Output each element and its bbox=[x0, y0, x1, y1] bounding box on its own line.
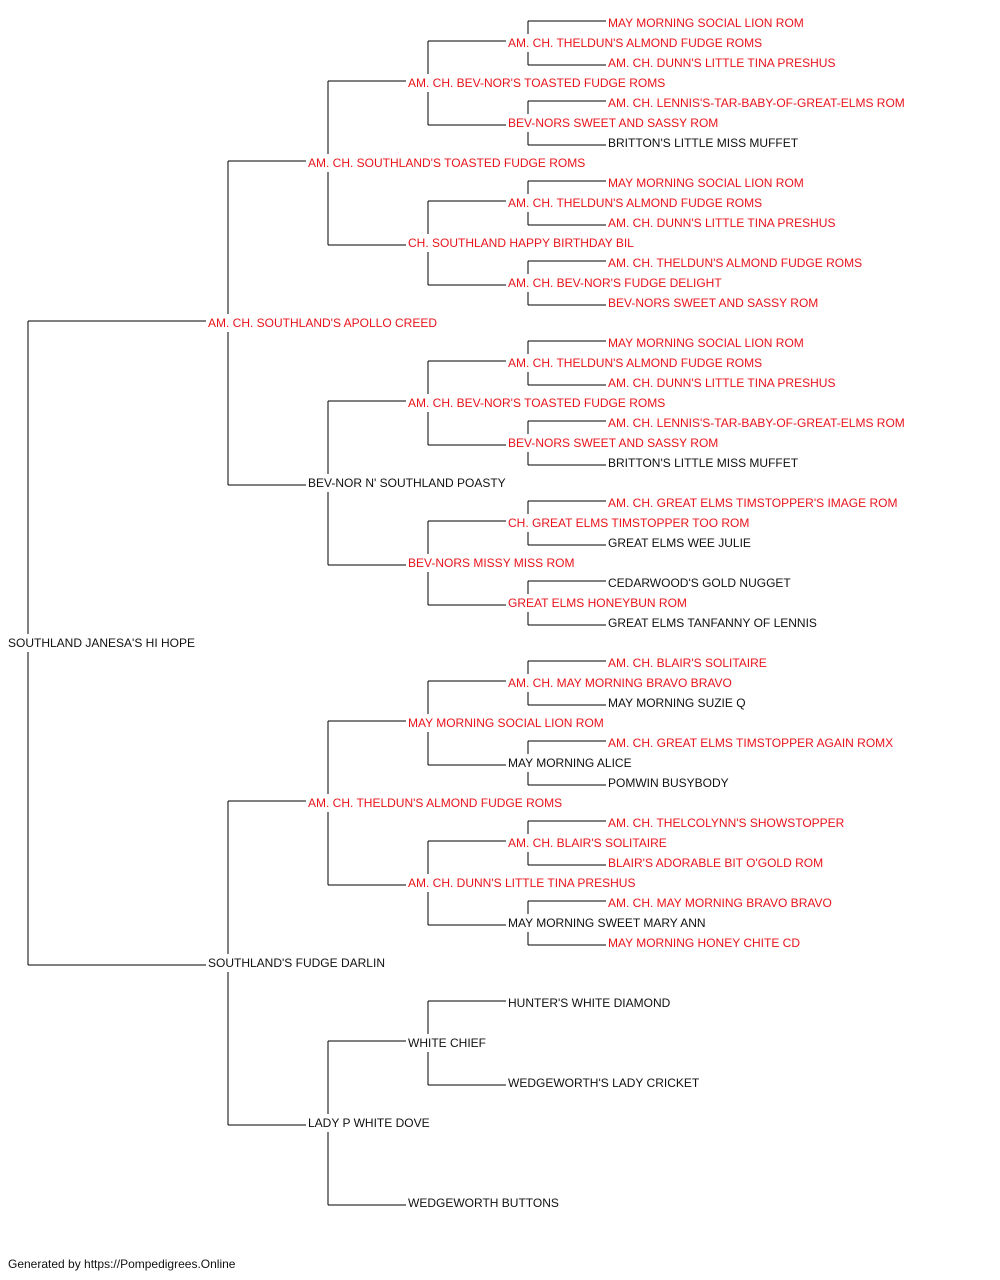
ancestor-name: MAY MORNING HONEY CHITE CD bbox=[608, 936, 801, 950]
ancestor-name: AM. CH. THELDUN'S ALMOND FUDGE ROMS bbox=[508, 356, 763, 370]
ancestor-name: AM. CH. BEV-NOR'S TOASTED FUDGE ROMS bbox=[408, 396, 666, 410]
ancestor-name: CH. GREAT ELMS TIMSTOPPER TOO ROM bbox=[508, 516, 750, 530]
ancestor-name: POMWIN BUSYBODY bbox=[608, 776, 729, 790]
ancestor-name: AM. CH. THELDUN'S ALMOND FUDGE ROMS bbox=[508, 36, 763, 50]
ancestor-name: CH. SOUTHLAND HAPPY BIRTHDAY BIL bbox=[408, 236, 634, 250]
ancestor-name: AM. CH. LENNIS'S-TAR-BABY-OF-GREAT-ELMS … bbox=[608, 416, 905, 430]
ancestor-name: MAY MORNING SOCIAL LION ROM bbox=[608, 176, 804, 190]
ancestor-name: AM. CH. BEV-NOR'S FUDGE DELIGHT bbox=[508, 276, 722, 290]
ancestor-name: AM. CH. MAY MORNING BRAVO BRAVO bbox=[608, 896, 832, 910]
ancestor-name: MAY MORNING SOCIAL LION ROM bbox=[608, 16, 804, 30]
ancestor-name: AM. CH. GREAT ELMS TIMSTOPPER'S IMAGE RO… bbox=[608, 496, 898, 510]
ancestor-name: AM. CH. THELDUN'S ALMOND FUDGE ROMS bbox=[308, 796, 563, 810]
ancestor-name: MAY MORNING SOCIAL LION ROM bbox=[408, 716, 604, 730]
ancestor-name: AM. CH. DUNN'S LITTLE TINA PRESHUS bbox=[608, 56, 836, 70]
ancestor-name: BEV-NORS SWEET AND SASSY ROM bbox=[508, 436, 719, 450]
ancestor-name: WEDGEWORTH BUTTONS bbox=[408, 1196, 559, 1210]
ancestor-name: BRITTON'S LITTLE MISS MUFFET bbox=[608, 456, 799, 470]
subject-dog-name: SOUTHLAND JANESA'S HI HOPE bbox=[8, 636, 195, 650]
ancestor-name: AM. CH. LENNIS'S-TAR-BABY-OF-GREAT-ELMS … bbox=[608, 96, 905, 110]
ancestor-name: GREAT ELMS HONEYBUN ROM bbox=[508, 596, 687, 610]
ancestor-name: WEDGEWORTH'S LADY CRICKET bbox=[508, 1076, 700, 1090]
ancestor-name: AM. CH. SOUTHLAND'S TOASTED FUDGE ROMS bbox=[308, 156, 586, 170]
ancestor-name: AM. CH. BLAIR'S SOLITAIRE bbox=[508, 836, 667, 850]
ancestor-name: AM. CH. THELDUN'S ALMOND FUDGE ROMS bbox=[508, 196, 763, 210]
ancestor-name: AM. CH. SOUTHLAND'S APOLLO CREED bbox=[208, 316, 438, 330]
ancestor-name: GREAT ELMS WEE JULIE bbox=[608, 536, 751, 550]
ancestor-name: AM. CH. BLAIR'S SOLITAIRE bbox=[608, 656, 767, 670]
ancestor-name: BRITTON'S LITTLE MISS MUFFET bbox=[608, 136, 799, 150]
ancestor-name: AM. CH. THELDUN'S ALMOND FUDGE ROMS bbox=[608, 256, 863, 270]
ancestor-name: WHITE CHIEF bbox=[408, 1036, 486, 1050]
ancestor-name: AM. CH. GREAT ELMS TIMSTOPPER AGAIN ROMX bbox=[608, 736, 894, 750]
ancestor-name: CEDARWOOD'S GOLD NUGGET bbox=[608, 576, 791, 590]
ancestor-name: AM. CH. DUNN'S LITTLE TINA PRESHUS bbox=[408, 876, 636, 890]
ancestor-name: BEV-NOR N' SOUTHLAND POASTY bbox=[308, 476, 506, 490]
ancestor-name: MAY MORNING ALICE bbox=[508, 756, 632, 770]
ancestor-name: SOUTHLAND'S FUDGE DARLIN bbox=[208, 956, 385, 970]
ancestor-name: MAY MORNING SOCIAL LION ROM bbox=[608, 336, 804, 350]
ancestor-name: AM. CH. DUNN'S LITTLE TINA PRESHUS bbox=[608, 376, 836, 390]
ancestor-name: MAY MORNING SWEET MARY ANN bbox=[508, 916, 706, 930]
ancestor-name: LADY P WHITE DOVE bbox=[308, 1116, 430, 1130]
ancestor-name: AM. CH. MAY MORNING BRAVO BRAVO bbox=[508, 676, 732, 690]
ancestor-name: BEV-NORS MISSY MISS ROM bbox=[408, 556, 575, 570]
ancestor-name: HUNTER'S WHITE DIAMOND bbox=[508, 996, 671, 1010]
ancestor-name: BEV-NORS SWEET AND SASSY ROM bbox=[508, 116, 719, 130]
ancestor-name: AM. CH. THELCOLYNN'S SHOWSTOPPER bbox=[608, 816, 845, 830]
ancestor-name: AM. CH. DUNN'S LITTLE TINA PRESHUS bbox=[608, 216, 836, 230]
ancestor-name: BLAIR'S ADORABLE BIT O'GOLD ROM bbox=[608, 856, 824, 870]
ancestor-name: BEV-NORS SWEET AND SASSY ROM bbox=[608, 296, 819, 310]
ancestor-name: MAY MORNING SUZIE Q bbox=[608, 696, 746, 710]
ancestor-name: GREAT ELMS TANFANNY OF LENNIS bbox=[608, 616, 817, 630]
footer-credit: Generated by https://Pompedigrees.Online bbox=[8, 1257, 236, 1271]
ancestor-name: AM. CH. BEV-NOR'S TOASTED FUDGE ROMS bbox=[408, 76, 666, 90]
